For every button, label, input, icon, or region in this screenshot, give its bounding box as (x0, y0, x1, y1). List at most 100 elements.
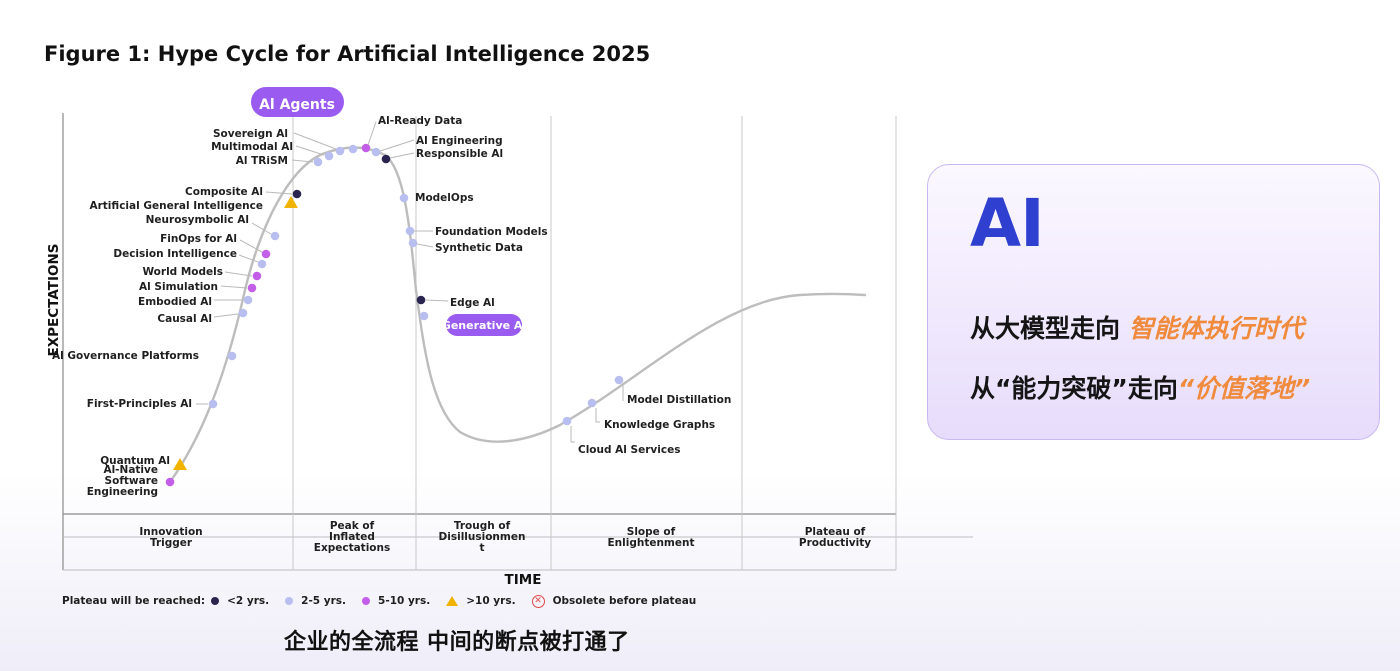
world-models-leader (224, 271, 253, 277)
embodied-al-marker (243, 295, 253, 305)
generative-al-pill (446, 314, 522, 336)
phase-label-2-2: Inflated (329, 531, 375, 543)
quantum-al-marker (173, 458, 187, 470)
cloud-al-services-marker (562, 416, 572, 426)
decision-intelligence-marker (257, 259, 267, 269)
model-distillation-label: Model Distillation (627, 394, 731, 406)
finops-for-al-marker (261, 249, 271, 259)
multimodal-al-label: Multimodal Al (211, 141, 293, 153)
knowledge-graphs-leader (595, 408, 600, 423)
foundation-models-marker (405, 226, 415, 236)
phase-label-3-3: t (479, 542, 484, 554)
neurosymbolic-al-marker (270, 231, 280, 241)
al-engineering-marker (371, 147, 381, 157)
sovereign-al-leader (293, 132, 337, 150)
legend-triangle-icon (446, 596, 459, 606)
composite-al-leader (265, 191, 293, 195)
background-fade (0, 471, 1400, 671)
world-models-label: World Models (142, 266, 223, 278)
al-native-software-engineering-label-1: Al-Native (103, 464, 158, 476)
generative-al-label: Generative Al (442, 319, 526, 332)
card-line-2: 从“能力突破”走向“价值落地” (970, 374, 1311, 403)
embodied-al-label: Embodied Al (138, 296, 212, 308)
card-ai-heading: AI (970, 185, 1045, 262)
model-distillation-marker (614, 375, 624, 385)
hype-curve (168, 146, 867, 484)
quantum-al-label: Quantum Al (100, 455, 170, 467)
causal-al-marker (238, 308, 248, 318)
plateau-legend: Plateau will be reached: <2 yrs. 2-5 yrs… (62, 592, 712, 610)
sovereign-al-label: Sovereign Al (213, 128, 288, 140)
legend-item-gt10: >10 yrs. (446, 595, 516, 607)
causal-al-leader (213, 313, 239, 318)
card-line-1: 从大模型走向 智能体执行时代 (970, 314, 1304, 343)
y-axis-label: EXPECTATIONS (46, 244, 62, 357)
world-models-marker (252, 271, 262, 281)
modelops-label: ModelOps (415, 192, 474, 204)
al-agents-pill (251, 87, 344, 117)
decision-intelligence-label: Decision Intelligence (113, 248, 237, 260)
decision-intelligence-leader (238, 254, 259, 263)
legend-dark-dot-icon (211, 597, 220, 605)
edge-al-leader (424, 299, 449, 302)
multimodal-al-marker (324, 151, 334, 161)
knowledge-graphs-label: Knowledge Graphs (604, 419, 715, 431)
phase-label-2-3: Expectations (314, 542, 390, 554)
obsolete-x-icon: ✕ (531, 594, 545, 608)
al-engineering-leader (379, 139, 415, 152)
knowledge-graphs-marker (587, 398, 597, 408)
al-simulation-label: Al Simulation (139, 281, 218, 293)
hype-curve-layer (168, 146, 867, 484)
phase-label-3-2: Disillusionmen (439, 531, 526, 543)
phase-label-5-2: Productivity (799, 537, 871, 549)
al-native-software-engineering-label-3: Engineering (87, 486, 158, 498)
legend-item-obsolete: ✕ Obsolete before plateau (531, 594, 696, 608)
al-native-software-engineering-label-2: Software (105, 475, 158, 487)
responsible-al-label: Responsible Al (416, 148, 503, 160)
legend-item-lt2: <2 yrs. (211, 595, 269, 607)
first-principles-al-marker (208, 399, 218, 409)
artificial-general-intelligence-marker (284, 196, 298, 208)
synthetic-data-marker (408, 238, 418, 248)
al-simulation-leader (220, 285, 248, 289)
legend-item-5to10: 5-10 yrs. (362, 595, 430, 607)
al-trism-marker (313, 157, 323, 167)
al-engineering-label: Al Engineering (416, 135, 503, 147)
synthetic-data-label: Synthetic Data (435, 242, 523, 254)
bottom-caption: 企业的全流程 中间的断点被打通了 (284, 630, 630, 655)
edge-al-marker (416, 295, 426, 305)
al-agents-marker (348, 144, 358, 154)
finops-for-al-leader (239, 239, 263, 253)
legend-light-dot-icon (285, 597, 294, 605)
phase-label-4-2: Enlightenment (607, 537, 694, 549)
al-ready-data-label: Al-Ready Data (378, 115, 462, 127)
al-governance-platforms-marker (227, 351, 237, 361)
composite-al-marker (292, 189, 302, 199)
cloud-al-services-label: Cloud Al Services (578, 444, 680, 456)
neurosymbolic-al-label: Neurosymbolic Al (146, 214, 249, 226)
responsible-al-marker (381, 154, 391, 164)
edge-al-label: Edge Al (450, 297, 495, 309)
cloud-al-services-leader (570, 426, 575, 443)
al-simulation-marker (247, 283, 257, 293)
figure-title: Figure 1: Hype Cycle for Artificial Inte… (44, 42, 651, 66)
phase-label-4-1: Slope of (627, 526, 676, 538)
synthetic-data-leader (416, 243, 434, 248)
generative-al-marker (419, 311, 429, 321)
al-agents-label: Al Agents (259, 97, 335, 113)
neurosymbolic-al-leader (251, 222, 272, 235)
responsible-al-leader (389, 152, 415, 159)
chart-grid (62, 113, 973, 571)
composite-al-label: Composite Al (185, 186, 263, 198)
x-axis-label: TIME (505, 572, 542, 588)
artificial-general-intelligence-label: Artificial General Intelligence (89, 200, 263, 212)
al-ready-data-leader (367, 121, 377, 146)
ai-summary-card: AI 从大模型走向 智能体执行时代 从“能力突破”走向“价值落地” (927, 164, 1380, 440)
phase-label-5-1: Plateau of (805, 526, 866, 538)
phase-label-3-1: Trough of (454, 520, 511, 532)
technology-markers (165, 143, 624, 487)
foundation-models-label: Foundation Models (435, 226, 548, 238)
al-native-software-engineering-marker (165, 477, 175, 487)
